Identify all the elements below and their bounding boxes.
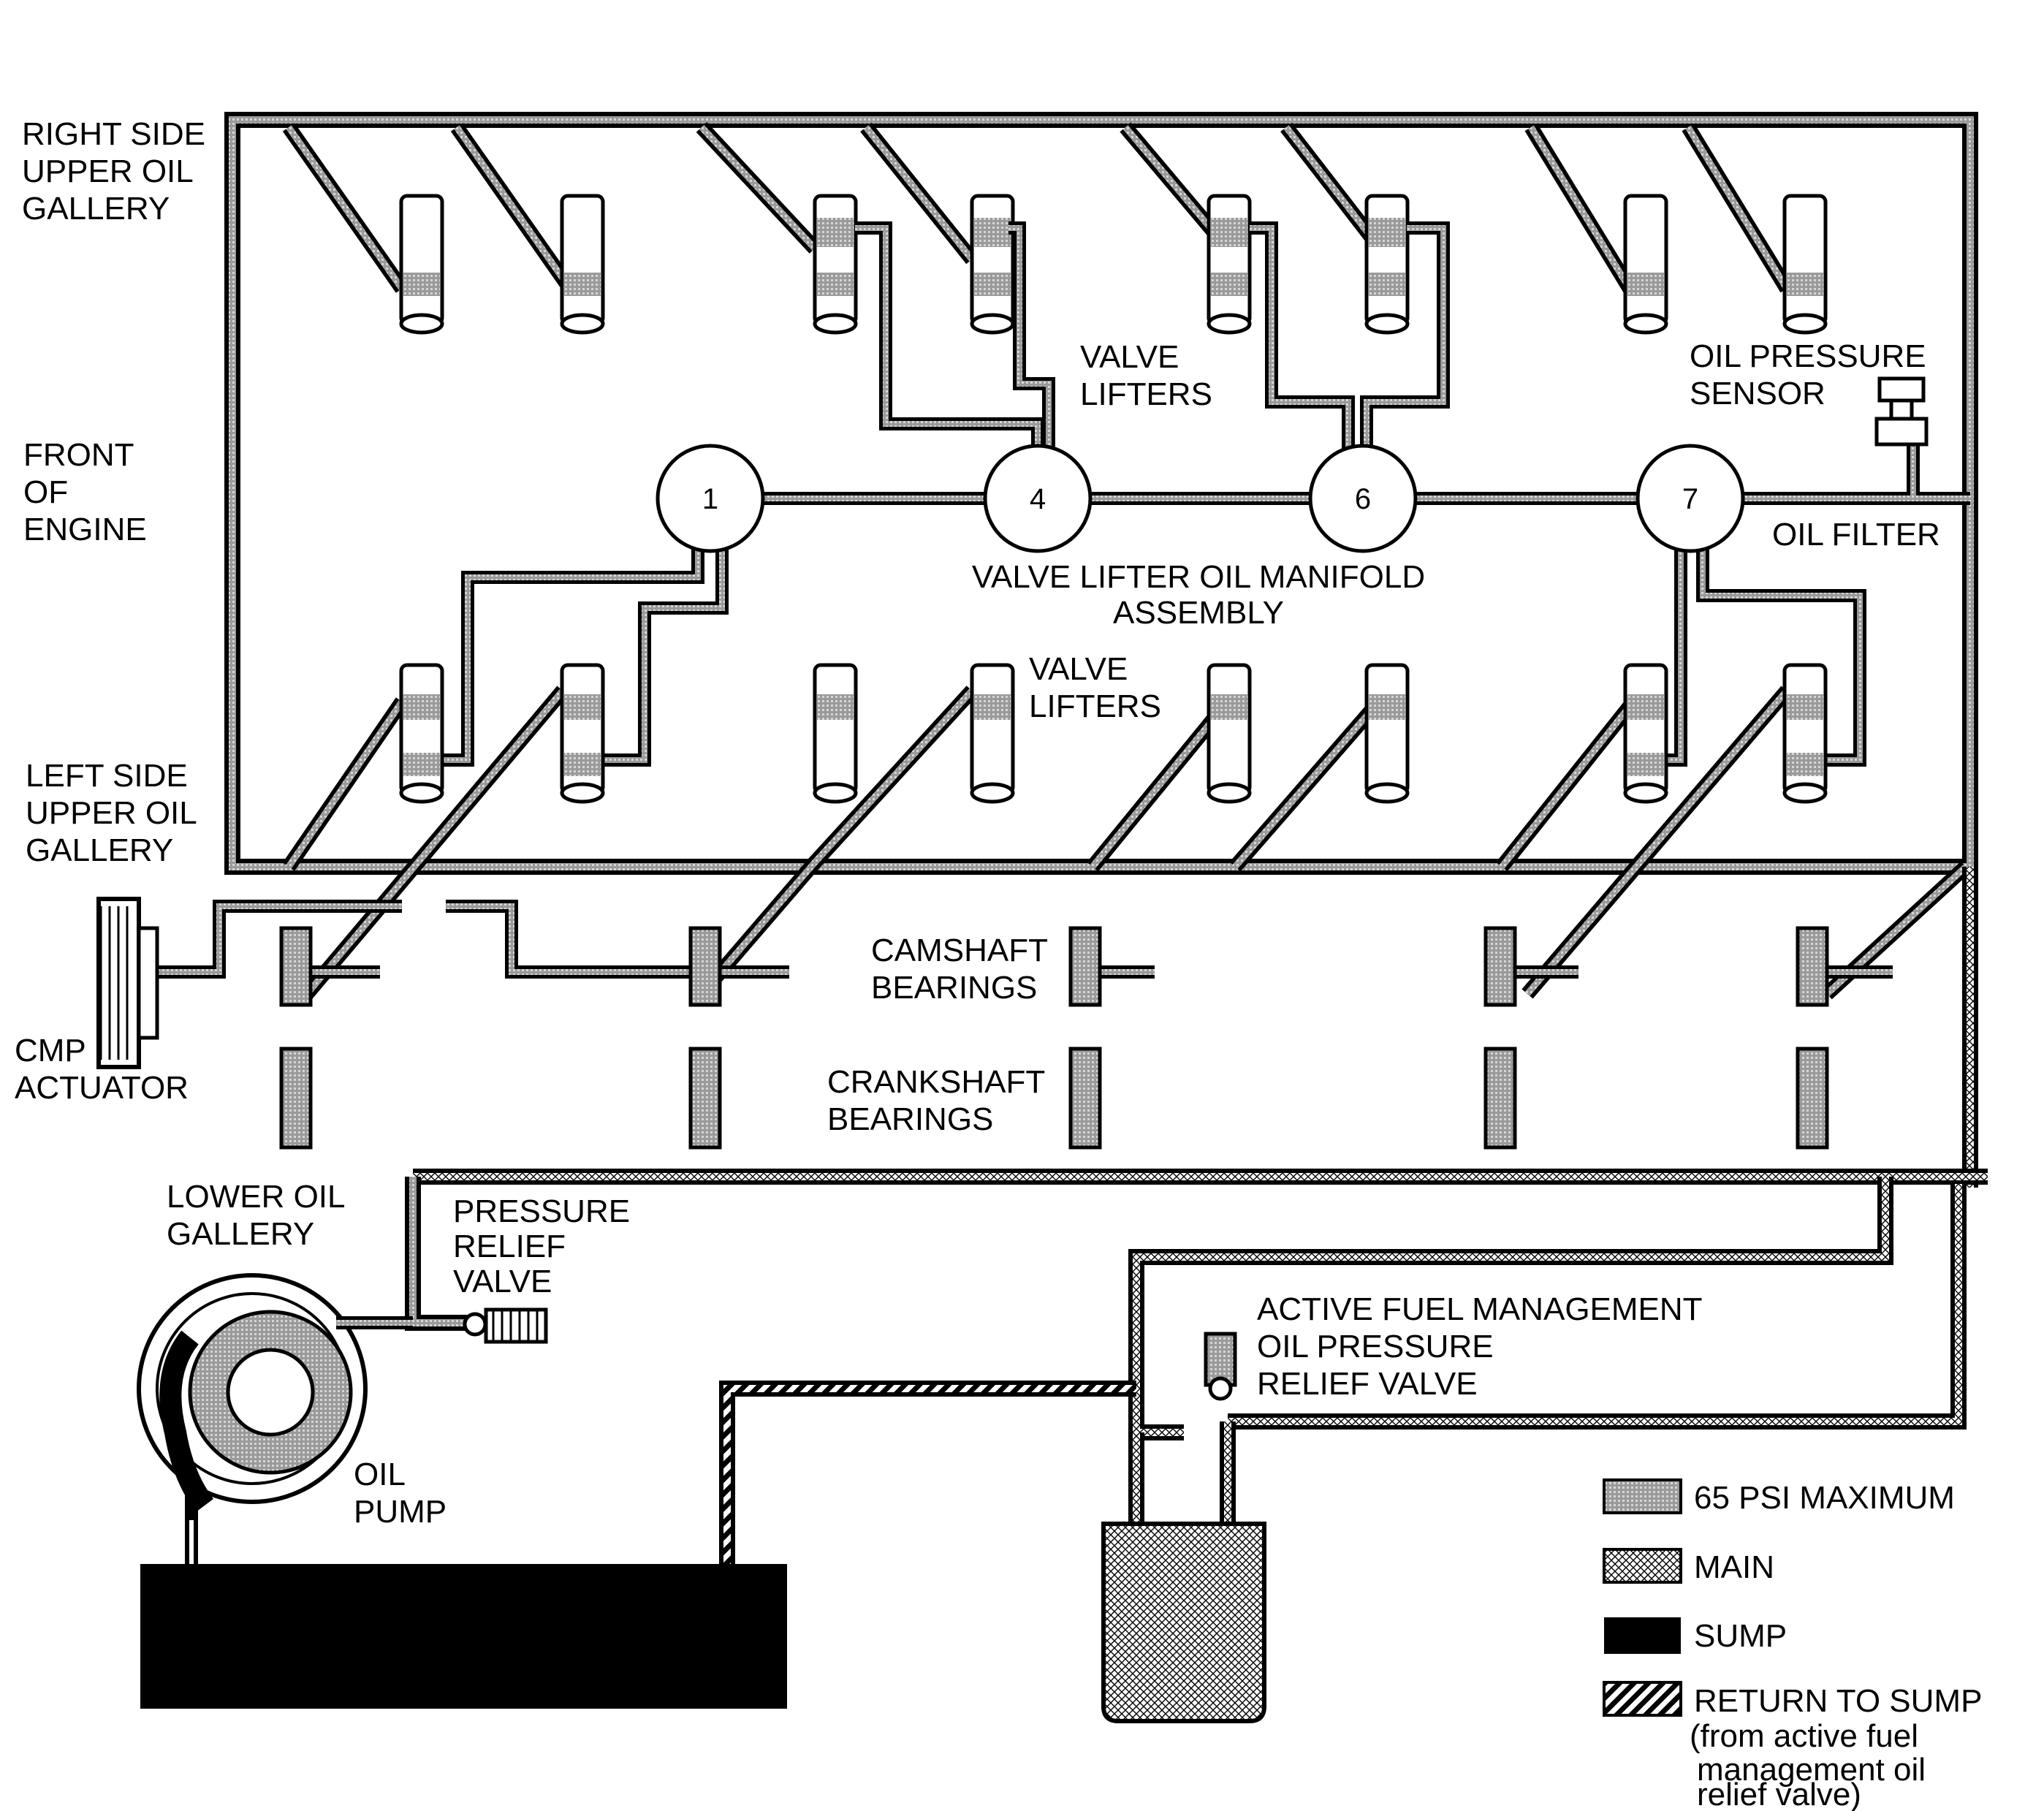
lower-valve-lifters [401, 665, 1825, 802]
oil-pump [137, 1273, 413, 1571]
svg-text:RELIEF: RELIEF [453, 1229, 566, 1264]
svg-text:UPPER OIL: UPPER OIL [22, 153, 194, 189]
svg-text:OF: OF [23, 474, 68, 510]
legend-swatch-fine [1603, 1478, 1682, 1514]
label-valve-lifter-oil-manifold: VALVE LIFTER OIL MANIFOLD ASSEMBLY [972, 559, 1425, 631]
crankshaft-bearings [279, 1047, 1829, 1150]
svg-text:BEARINGS: BEARINGS [871, 970, 1037, 1006]
svg-text:GALLERY: GALLERY [167, 1216, 314, 1252]
label-pressure-relief-valve: PRESSURE RELIEF VALVE [453, 1193, 630, 1299]
camshaft-feed-lines [146, 900, 1893, 979]
solenoid-1: 1 [656, 444, 765, 553]
svg-text:VALVE LIFTER OIL MANIFOLD: VALVE LIFTER OIL MANIFOLD [972, 559, 1425, 595]
svg-text:RIGHT SIDE: RIGHT SIDE [22, 116, 205, 152]
lower-gallery-feeds [282, 686, 1971, 1000]
svg-text:FRONT: FRONT [23, 437, 134, 473]
camshaft-bearings [279, 926, 1829, 1007]
solenoid-7: 7 [1635, 444, 1745, 553]
svg-text:VALVE: VALVE [1080, 339, 1179, 375]
oil-sump [140, 1564, 787, 1709]
svg-text:SUMP: SUMP [1694, 1618, 1787, 1654]
legend-swatch-solid [1604, 1617, 1681, 1654]
svg-text:OIL PRESSURE: OIL PRESSURE [1257, 1329, 1494, 1364]
pressure-relief-valve [463, 1307, 548, 1344]
legend-swatch-stripe [1603, 1681, 1682, 1717]
svg-text:RELIEF VALVE: RELIEF VALVE [1257, 1366, 1478, 1402]
svg-text:LIFTERS: LIFTERS [1029, 688, 1161, 724]
label-cmp-actuator: CMP ACTUATOR [15, 1033, 189, 1106]
svg-text:SENSOR: SENSOR [1690, 376, 1825, 411]
solenoid-6: 6 [1308, 444, 1418, 553]
oil-pressure-sensor [1874, 376, 1929, 447]
legend-item-sump: SUMP [1604, 1617, 1787, 1654]
svg-text:RETURN TO SUMP: RETURN TO SUMP [1694, 1683, 1982, 1719]
label-oil-pressure-sensor: OIL PRESSURE SENSOR [1690, 338, 1926, 411]
solenoid-4: 4 [983, 444, 1093, 553]
svg-text:relief valve): relief valve) [1697, 1777, 1861, 1811]
svg-text:MAIN: MAIN [1694, 1549, 1774, 1585]
svg-text:CRANKSHAFT: CRANKSHAFT [827, 1064, 1045, 1100]
svg-text:PUMP: PUMP [354, 1494, 447, 1530]
lower-oil-gallery [405, 1169, 1988, 1527]
svg-text:PRESSURE: PRESSURE [453, 1193, 630, 1229]
svg-text:ASSEMBLY: ASSEMBLY [1113, 595, 1284, 631]
cmp-actuator [96, 897, 159, 1069]
label-afm-relief-valve: ACTIVE FUEL MANAGEMENT OIL PRESSURE RELI… [1257, 1291, 1703, 1402]
label-crankshaft-bearings: CRANKSHAFT BEARINGS [827, 1064, 1045, 1137]
svg-text:7: 7 [1682, 483, 1698, 515]
legend-item-return-to-sump: RETURN TO SUMP (from active fuel managem… [1603, 1681, 1982, 1811]
label-left-side-gallery: LEFT SIDE UPPER OIL GALLERY [26, 758, 197, 868]
svg-text:UPPER OIL: UPPER OIL [26, 795, 197, 831]
svg-text:LEFT SIDE: LEFT SIDE [26, 758, 188, 794]
oil-filter-canister [1101, 1522, 1266, 1723]
legend-swatch-cross [1603, 1548, 1682, 1584]
svg-text:VALVE: VALVE [1029, 651, 1128, 687]
label-oil-pump: OIL PUMP [354, 1457, 447, 1530]
afm-relief-valve [1204, 1332, 1237, 1401]
svg-text:ACTIVE FUEL MANAGEMENT: ACTIVE FUEL MANAGEMENT [1257, 1291, 1703, 1327]
svg-text:BEARINGS: BEARINGS [827, 1101, 993, 1137]
svg-text:1: 1 [702, 483, 718, 515]
svg-text:6: 6 [1355, 483, 1371, 515]
label-valve-lifters-lower: VALVE LIFTERS [1029, 651, 1161, 724]
label-camshaft-bearings: CAMSHAFT BEARINGS [871, 933, 1048, 1006]
label-front-of-engine: FRONT OF ENGINE [23, 437, 147, 547]
svg-text:CAMSHAFT: CAMSHAFT [871, 933, 1048, 968]
svg-text:GALLERY: GALLERY [26, 832, 173, 868]
legend: 65 PSI MAXIMUM MAIN SUMP RETURN TO SUMP … [1603, 1478, 1982, 1811]
legend-item-65-psi: 65 PSI MAXIMUM [1603, 1478, 1955, 1516]
svg-text:4: 4 [1030, 483, 1046, 515]
svg-text:GALLERY: GALLERY [22, 191, 170, 227]
label-lower-oil-gallery: LOWER OIL GALLERY [167, 1179, 346, 1252]
svg-text:ACTUATOR: ACTUATOR [15, 1070, 189, 1106]
svg-text:CMP: CMP [15, 1033, 86, 1068]
label-right-side-gallery: RIGHT SIDE UPPER OIL GALLERY [22, 116, 205, 227]
manifold-solenoids: 1 4 6 7 [656, 444, 1745, 553]
label-oil-filter: OIL FILTER [1772, 517, 1940, 553]
svg-text:VALVE: VALVE [453, 1264, 552, 1299]
svg-text:management oil: management oil [1697, 1752, 1926, 1788]
upper-valve-lifters [401, 196, 1825, 333]
upper-gallery-feeds [282, 122, 1793, 293]
svg-text:(from active fuel: (from active fuel [1690, 1718, 1918, 1754]
svg-text:LOWER OIL: LOWER OIL [167, 1179, 346, 1215]
svg-text:LIFTERS: LIFTERS [1080, 376, 1212, 412]
svg-text:ENGINE: ENGINE [23, 512, 147, 547]
svg-text:OIL PRESSURE: OIL PRESSURE [1690, 338, 1926, 374]
legend-item-main: MAIN [1603, 1548, 1774, 1585]
svg-text:OIL: OIL [354, 1457, 406, 1492]
label-valve-lifters-upper: VALVE LIFTERS [1080, 339, 1212, 412]
return-to-sump-line [719, 1381, 1136, 1568]
svg-text:65 PSI MAXIMUM: 65 PSI MAXIMUM [1694, 1480, 1955, 1516]
